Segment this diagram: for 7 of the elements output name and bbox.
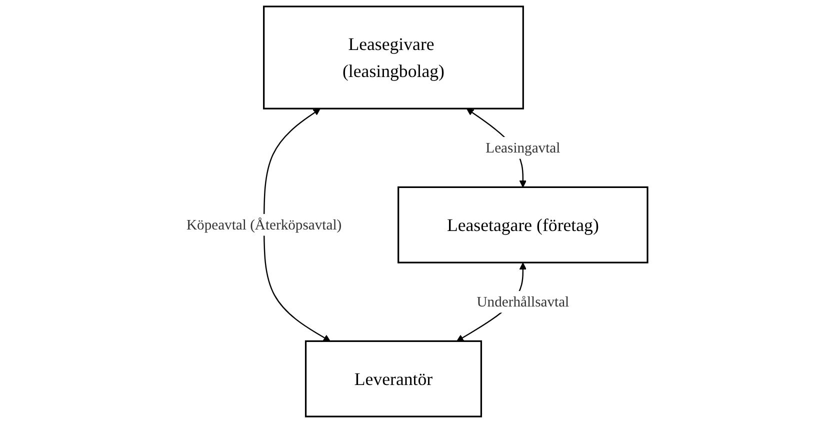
edge-label: Leasingavtal bbox=[486, 139, 560, 156]
edge-label: Underhållsavtal bbox=[476, 293, 570, 310]
node-box: Leasetagare (företag) bbox=[398, 186, 648, 264]
node-box: Leverantör bbox=[304, 340, 482, 418]
node-box: Leasegivare (leasingbolag) bbox=[263, 6, 524, 110]
arrow bbox=[263, 108, 330, 342]
edge-label: Köpeavtal (Återköpsavtal) bbox=[186, 216, 342, 233]
